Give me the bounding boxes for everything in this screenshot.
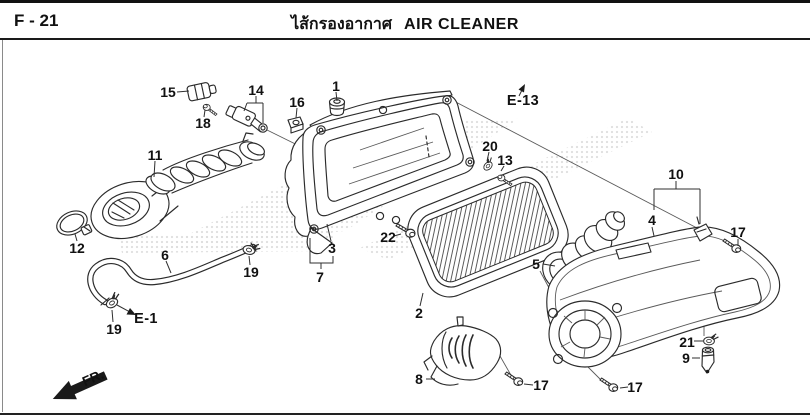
page-code: F - 21	[14, 11, 59, 30]
section-ref-arrows	[116, 84, 525, 315]
sensor-bolt-drawing	[202, 103, 218, 117]
page-header: F - 21 ไส้กรองอากาศ AIR CLEANER	[0, 3, 810, 40]
top-border-bar	[0, 0, 810, 3]
fr-direction-arrow	[52, 371, 108, 400]
air-temp-sensor-drawing	[225, 105, 268, 133]
filter-element-drawing	[407, 166, 569, 298]
intake-duct-drawing	[90, 132, 265, 240]
bottom-border-line	[0, 413, 810, 415]
intake-snout-drawing	[423, 316, 502, 386]
page-title-thai: ไส้กรองอากาศ	[291, 16, 393, 33]
band-clamp-drawing	[56, 210, 93, 236]
leader-lines	[74, 90, 739, 389]
air-cleaner-case-drawing	[284, 90, 475, 255]
page-title-english: AIR CLEANER	[404, 16, 519, 33]
drain-tube-drawing	[701, 346, 715, 374]
page-title: ไส้กรองอากาศ AIR CLEANER	[0, 12, 810, 37]
sensor-cap-drawing	[186, 82, 217, 102]
cover-drawing	[546, 216, 781, 368]
square-nut-drawing	[287, 116, 304, 134]
left-border-line	[2, 40, 3, 412]
